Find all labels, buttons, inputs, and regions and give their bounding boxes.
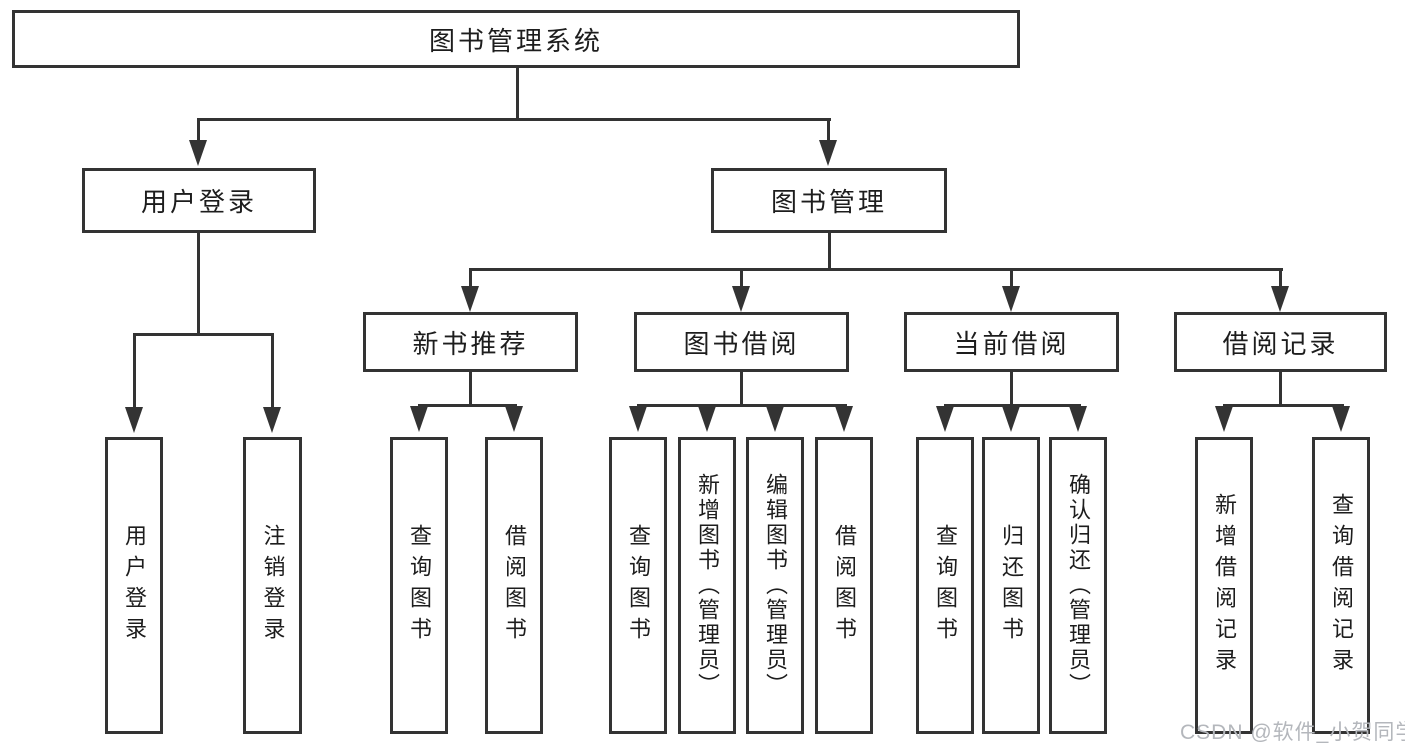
connector-drop-current	[1010, 268, 1013, 288]
connector-current-branch	[944, 404, 1081, 407]
leaf-add-borrow-record: 新增借阅记录	[1195, 437, 1253, 734]
arrow-down-icon	[1002, 286, 1020, 312]
leaf-borrow-books-label: 借阅图书	[502, 523, 527, 648]
leaf-confirm-return-admin: 确认归还（管理员）	[1049, 437, 1107, 734]
connector-book-mgmt-branch	[469, 268, 1283, 271]
node-current-borrowing-label: 当前借阅	[953, 328, 1070, 359]
arrow-down-icon	[125, 407, 143, 433]
node-borrowing-records: 借阅记录	[1174, 312, 1387, 372]
connector-root-branch	[197, 118, 831, 121]
connector-new-books-branch	[418, 404, 517, 407]
connector-user-login-branch	[133, 333, 274, 336]
arrow-down-icon	[505, 406, 523, 432]
connector-drop-book-mgmt	[827, 118, 830, 142]
leaf-user-login-label: 用户登录	[122, 523, 147, 648]
leaf-query-borrow-record: 查询借阅记录	[1312, 437, 1370, 734]
leaf-query-books-current: 查询图书	[916, 437, 974, 734]
arrow-down-icon	[461, 286, 479, 312]
node-book-borrowing: 图书借阅	[634, 312, 849, 372]
connector-drop-borrowing	[740, 268, 743, 288]
node-new-book-recommend-label: 新书推荐	[412, 328, 529, 359]
leaf-user-login: 用户登录	[105, 437, 163, 734]
connector-user-login-stem	[197, 231, 200, 335]
leaf-confirm-return-label: 确认归还（管理员）	[1066, 473, 1091, 698]
arrow-down-icon	[1215, 406, 1233, 432]
leaf-edit-books-label: 编辑图书（管理员）	[763, 473, 788, 698]
connector-borrowing-stem	[740, 370, 743, 406]
arrow-down-icon	[698, 406, 716, 432]
node-book-borrowing-label: 图书借阅	[683, 328, 800, 359]
leaf-query-books-newbooks: 查询图书	[390, 437, 448, 734]
arrow-down-icon	[936, 406, 954, 432]
node-book-management-label: 图书管理	[770, 187, 887, 217]
leaf-add-borrow-record-label: 新增借阅记录	[1212, 492, 1237, 679]
connector-drop-leaf-logout	[271, 333, 274, 409]
leaf-borrow-books-borrowing: 借阅图书	[815, 437, 873, 734]
leaf-query-books-label: 查询图书	[407, 523, 432, 648]
connector-drop-user-login	[197, 118, 200, 142]
arrow-down-icon	[263, 407, 281, 433]
node-new-book-recommend: 新书推荐	[363, 312, 578, 372]
leaf-borrow-books-newbooks: 借阅图书	[485, 437, 543, 734]
leaf-logout-label: 注销登录	[260, 523, 286, 648]
connector-book-mgmt-stem	[828, 231, 831, 270]
leaf-return-books: 归还图书	[982, 437, 1040, 734]
arrow-down-icon	[819, 140, 837, 166]
leaf-logout: 注销登录	[243, 437, 302, 734]
arrow-down-icon	[835, 406, 853, 432]
connector-records-stem	[1279, 370, 1282, 406]
leaf-return-books-label: 归还图书	[999, 523, 1024, 648]
arrow-down-icon	[1332, 406, 1350, 432]
node-library-system: 图书管理系统	[12, 10, 1020, 68]
connector-drop-new-books	[469, 268, 472, 288]
connector-drop-leaf-login	[133, 333, 136, 409]
leaf-query-books-label: 查询图书	[626, 523, 651, 648]
leaf-add-books-label: 新增图书（管理员）	[695, 473, 720, 698]
node-borrowing-records-label: 借阅记录	[1222, 328, 1339, 359]
connector-new-books-stem	[469, 370, 472, 406]
leaf-query-books-label: 查询图书	[933, 523, 958, 648]
arrow-down-icon	[189, 140, 207, 166]
leaf-add-books-admin: 新增图书（管理员）	[678, 437, 736, 734]
arrow-down-icon	[629, 406, 647, 432]
arrow-down-icon	[732, 286, 750, 312]
arrow-down-icon	[1069, 406, 1087, 432]
arrow-down-icon	[410, 406, 428, 432]
arrow-down-icon	[1271, 286, 1289, 312]
leaf-query-books-borrowing: 查询图书	[609, 437, 667, 734]
connector-drop-records	[1279, 268, 1282, 288]
watermark: CSDN @软件_小贺同学	[1180, 721, 1405, 744]
leaf-edit-books-admin: 编辑图书（管理员）	[746, 437, 804, 734]
node-current-borrowing: 当前借阅	[904, 312, 1119, 372]
connector-current-stem	[1010, 370, 1013, 406]
connector-borrowing-branch	[637, 404, 847, 407]
node-library-system-label: 图书管理系统	[428, 25, 603, 56]
connector-root-stem	[516, 66, 519, 120]
node-book-management: 图书管理	[711, 168, 947, 233]
node-user-login-label: 用户登录	[140, 187, 257, 217]
node-user-login: 用户登录	[82, 168, 316, 233]
leaf-borrow-books-label: 借阅图书	[832, 523, 857, 648]
arrow-down-icon	[1002, 406, 1020, 432]
leaf-query-borrow-record-label: 查询借阅记录	[1329, 492, 1354, 679]
arrow-down-icon	[766, 406, 784, 432]
connector-records-branch	[1223, 404, 1344, 407]
